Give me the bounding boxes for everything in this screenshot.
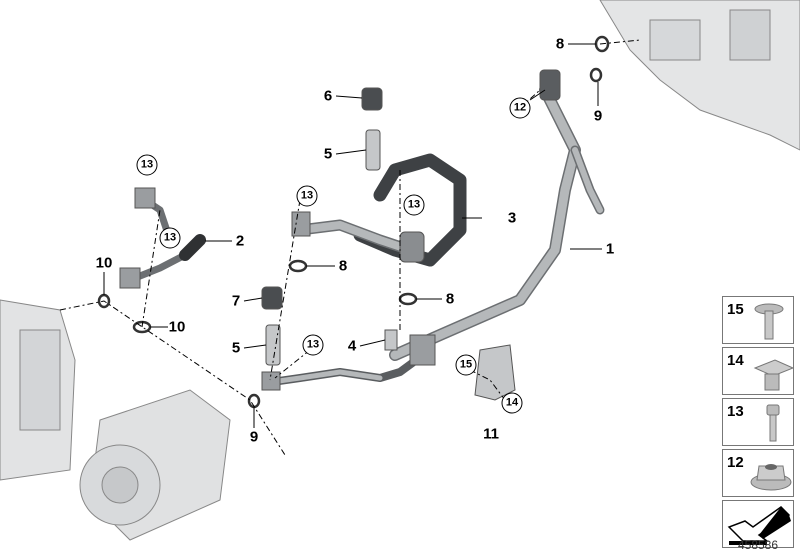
callout-7[interactable]: 7 — [231, 292, 241, 310]
callout-10[interactable]: 10 — [95, 254, 113, 272]
callout-12[interactable]: 12 — [509, 97, 531, 119]
evaporator-housing — [599, 0, 800, 151]
fittings — [119, 69, 561, 401]
callout-5[interactable]: 5 — [231, 339, 241, 357]
legend-item-arrow[interactable] — [722, 500, 794, 548]
legend-number: 13 — [727, 403, 744, 420]
callout-15[interactable]: 15 — [455, 354, 477, 376]
callout-1[interactable]: 1 — [605, 240, 615, 258]
legend-item-15[interactable]: 15 — [722, 296, 794, 344]
legend-item-14[interactable]: 14 — [722, 347, 795, 395]
legend-item-13[interactable]: 13 — [722, 398, 794, 446]
clip-nut-icon — [753, 359, 795, 391]
callout-10[interactable]: 10 — [168, 318, 186, 336]
condenser — [0, 299, 76, 481]
callout-8[interactable]: 8 — [555, 35, 565, 53]
reference-number: 458586 — [737, 538, 779, 552]
callout-2[interactable]: 2 — [235, 232, 245, 250]
leader-lines — [59, 39, 641, 456]
callout-13[interactable]: 13 — [302, 334, 324, 356]
callout-13[interactable]: 13 — [136, 154, 158, 176]
callout-5[interactable]: 5 — [323, 145, 333, 163]
callout-9[interactable]: 9 — [593, 107, 603, 125]
callout-3[interactable]: 3 — [507, 209, 517, 227]
direction-arrow-icon — [727, 506, 791, 545]
callout-4[interactable]: 4 — [347, 337, 357, 355]
legend-number: 12 — [727, 454, 744, 471]
screw-icon — [754, 303, 784, 340]
legend-item-12[interactable]: 12 — [722, 449, 794, 497]
hex-nut-icon — [750, 464, 792, 491]
callout-13[interactable]: 13 — [403, 194, 425, 216]
callout-13[interactable]: 13 — [296, 185, 318, 207]
callout-8[interactable]: 8 — [338, 257, 348, 275]
callout-11[interactable]: 11 — [483, 425, 499, 443]
compressor — [79, 389, 231, 541]
callout-9[interactable]: 9 — [249, 428, 259, 446]
bolt-icon — [766, 404, 780, 442]
callout-14[interactable]: 14 — [501, 392, 523, 414]
legend-number: 15 — [727, 301, 744, 318]
callout-6[interactable]: 6 — [323, 87, 333, 105]
callout-8[interactable]: 8 — [445, 290, 455, 308]
legend-number: 14 — [727, 352, 744, 369]
fastener-legend: 15 14 13 12 — [722, 296, 795, 551]
callout-13[interactable]: 13 — [159, 227, 181, 249]
